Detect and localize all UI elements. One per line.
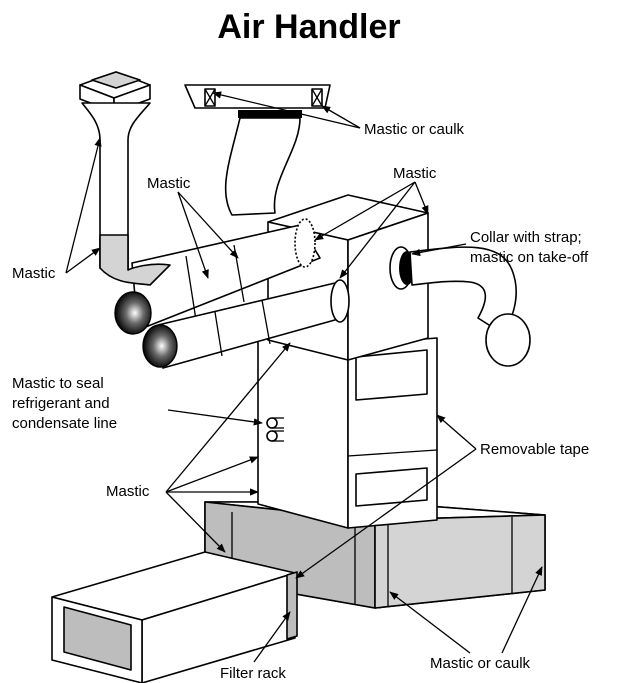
label-seal-line2: refrigerant and — [12, 395, 110, 412]
diagram-title: Air Handler — [217, 8, 401, 46]
label-removable-tape: Removable tape — [480, 441, 589, 458]
lower-trunk-duct — [142, 279, 350, 369]
label-mastic-or-caulk-top: Mastic or caulk — [364, 121, 465, 138]
label-mastic-or-caulk-bottom: Mastic or caulk — [430, 655, 531, 672]
label-mastic-top-right: Mastic — [393, 165, 437, 182]
label-mastic-bottom-left: Mastic — [106, 483, 150, 500]
upper-trunk-duct — [114, 218, 321, 335]
supply-flex-duct — [224, 117, 301, 216]
riser-duct — [79, 71, 171, 286]
leader-lines — [65, 91, 543, 663]
label-mastic-left: Mastic — [12, 265, 56, 282]
label-seal-line1: Mastic to seal — [12, 375, 104, 392]
label-seal-line3: condensate line — [12, 415, 117, 432]
label-collar-line1: Collar with strap; — [470, 229, 582, 246]
label-filter-rack: Filter rack — [220, 665, 286, 682]
right-takeoff-duct — [409, 246, 531, 367]
air-handler-upper-cabinet — [267, 194, 429, 361]
ceiling-register — [184, 84, 331, 118]
label-mastic-top-center: Mastic — [147, 175, 191, 192]
filter-rack-duct — [51, 551, 298, 683]
air-handler-lower-cabinet — [257, 329, 438, 529]
label-collar-line2: mastic on take-off — [470, 249, 589, 266]
